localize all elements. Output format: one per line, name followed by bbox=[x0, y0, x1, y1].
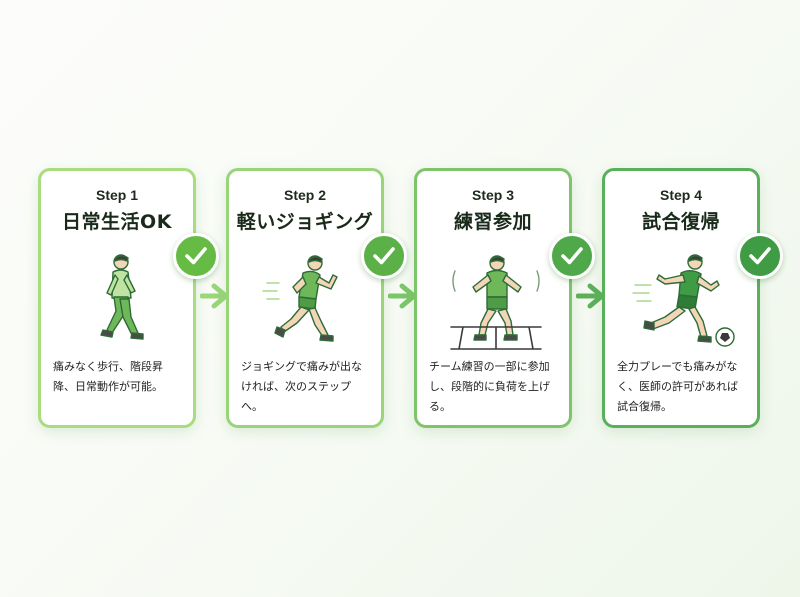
walking-person-illustration bbox=[100, 254, 144, 340]
step-card-3: Step 3 練習参加 チーム練習の一部に参加 し、段階的に負荷を上げ る。 bbox=[414, 168, 595, 428]
check-icon bbox=[749, 247, 771, 265]
desc-line: 痛みなく歩行、階段昇 bbox=[53, 360, 163, 373]
desc-line: チーム練習の一部に参加 bbox=[429, 360, 550, 373]
step-label: Step 4 bbox=[659, 187, 702, 203]
check-icon bbox=[561, 247, 583, 265]
jogging-person-illustration bbox=[262, 255, 338, 342]
desc-line: 試合復帰。 bbox=[617, 400, 672, 413]
desc-line: し、段階的に負荷を上げ bbox=[429, 380, 550, 393]
desc-line: 全力プレーでも痛みがな bbox=[617, 360, 738, 373]
step-card-2: Step 2 軽いジョギング ジョギングで痛みが出な ければ、次のステップ へ。 bbox=[226, 168, 407, 428]
check-icon bbox=[185, 247, 207, 265]
desc-line: へ。 bbox=[241, 400, 263, 413]
step-label: Step 1 bbox=[95, 187, 138, 203]
check-badge bbox=[361, 233, 407, 279]
step-card-4: Step 4 試合復帰 全力プレーでも痛みがな く、医師の許可があれば 試合復帰… bbox=[602, 168, 783, 428]
step-label: Step 2 bbox=[283, 187, 326, 203]
step-description: 痛みなく歩行、階段昇 降、日常動作が可能。 bbox=[53, 357, 185, 397]
step-description: ジョギングで痛みが出な ければ、次のステップ へ。 bbox=[241, 357, 373, 417]
step-title: 日常生活OK bbox=[62, 211, 172, 233]
step-title: 練習参加 bbox=[453, 211, 532, 233]
step-title: 軽いジョギング bbox=[236, 211, 374, 233]
soccer-player-with-ball-illustration bbox=[632, 254, 735, 347]
desc-line: く、医師の許可があれば bbox=[617, 380, 738, 393]
step-description: 全力プレーでも痛みがな く、医師の許可があれば 試合復帰。 bbox=[617, 357, 749, 417]
check-badge bbox=[737, 233, 783, 279]
step-title: 試合復帰 bbox=[641, 211, 720, 233]
step-label: Step 3 bbox=[471, 187, 514, 203]
desc-line: ければ、次のステップ bbox=[241, 380, 351, 393]
step-card-1: Step 1 日常生活OK 痛みなく歩行、階段昇 降、日常動作が可能。 bbox=[38, 168, 219, 428]
step-description: チーム練習の一部に参加 し、段階的に負荷を上げ る。 bbox=[429, 357, 561, 417]
agility-drill-person-illustration bbox=[450, 255, 542, 350]
check-icon bbox=[373, 247, 395, 265]
check-badge bbox=[173, 233, 219, 279]
desc-line: 降、日常動作が可能。 bbox=[53, 380, 163, 393]
desc-line: る。 bbox=[429, 400, 451, 413]
desc-line: ジョギングで痛みが出な bbox=[241, 360, 362, 373]
check-badge bbox=[549, 233, 595, 279]
